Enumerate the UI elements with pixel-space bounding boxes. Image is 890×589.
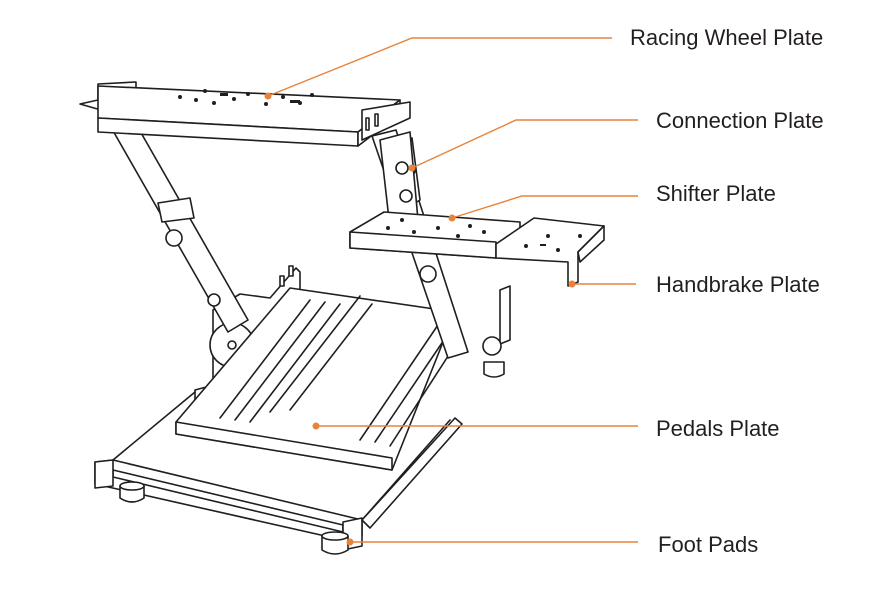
dot-racing-wheel <box>264 92 272 100</box>
dot-handbrake <box>568 280 576 288</box>
label-shifter-plate: Shifter Plate <box>656 181 776 206</box>
connection-plate <box>379 131 419 229</box>
dot-shifter <box>448 214 456 222</box>
label-racing-wheel-plate: Racing Wheel Plate <box>630 25 824 50</box>
dot-connection <box>408 164 416 172</box>
foot-pads <box>119 361 505 555</box>
label-handbrake-plate: Handbrake Plate <box>656 272 820 297</box>
dot-pedals <box>312 422 320 430</box>
dot-foot-pads <box>346 538 354 546</box>
leader-dots <box>264 92 576 546</box>
left-arm <box>107 109 249 333</box>
label-pedals-plate: Pedals Plate <box>656 416 780 441</box>
leader-lines <box>267 37 638 543</box>
racing-wheel-plate <box>79 81 411 147</box>
handbrake-plate <box>495 217 605 287</box>
pedals-plate <box>175 287 456 471</box>
label-foot-pads: Foot Pads <box>658 532 759 557</box>
shifter-plate <box>349 211 521 259</box>
label-connection-plate: Connection Plate <box>656 108 824 133</box>
